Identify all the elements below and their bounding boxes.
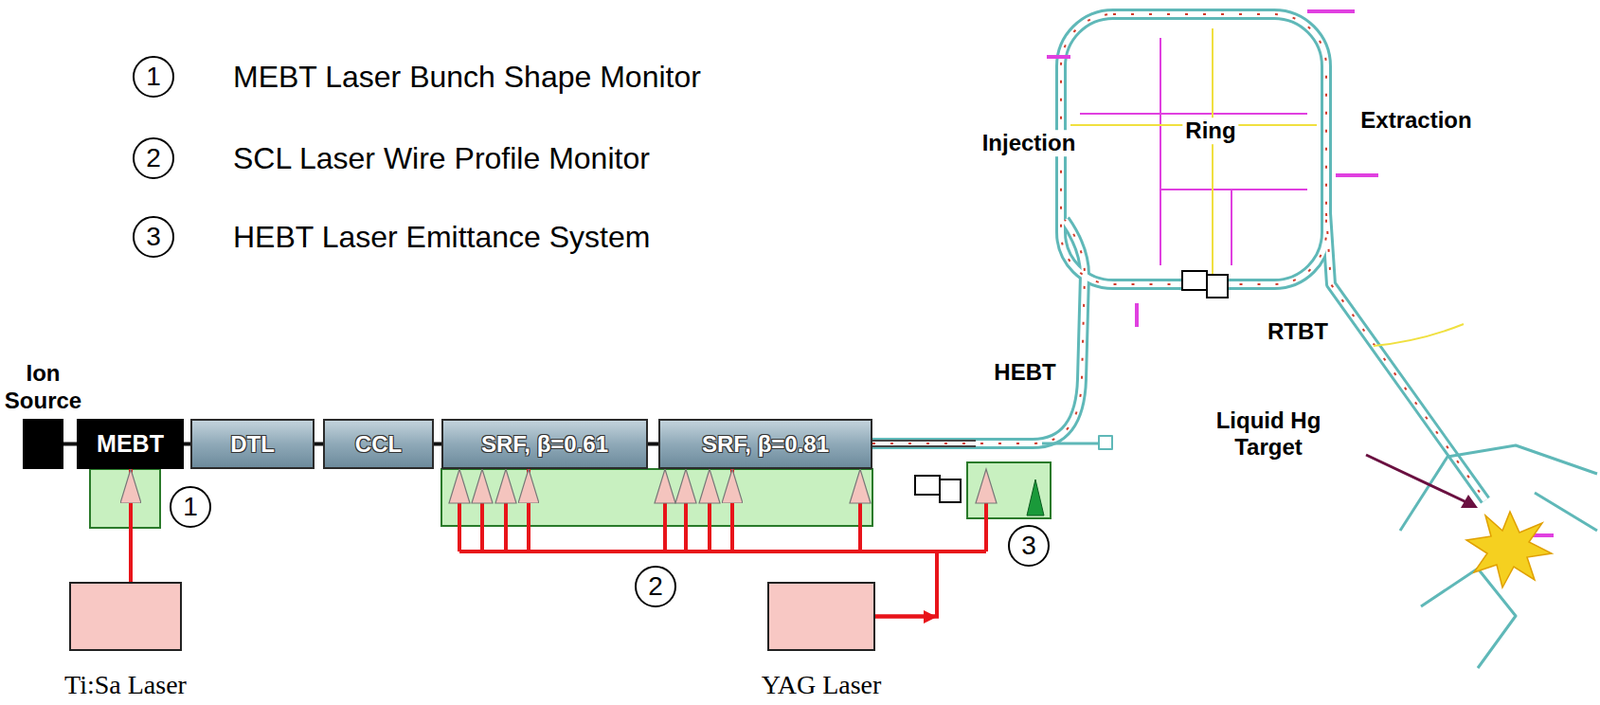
ring-interior: [1230, 189, 1233, 266]
area-label: Injection: [979, 129, 1079, 157]
equipment-icon: [915, 475, 940, 495]
laser-lines: [449, 468, 470, 504]
linac-section: MEBT: [76, 418, 184, 469]
linac-section: SRF, β=0.81: [658, 418, 873, 469]
area-label: HEBT: [990, 359, 1059, 386]
target-star: [1466, 511, 1552, 588]
beam-pipe: [647, 442, 659, 447]
legend-text: MEBT Laser Bunch Shape Monitor: [233, 59, 702, 95]
monitor-zone: [967, 462, 1051, 519]
hebt-wedge: [1026, 479, 1044, 516]
callout-number: 1: [169, 485, 212, 528]
linac-section: SRF, β=0.61: [441, 418, 648, 469]
laser-lines: [683, 503, 688, 552]
legend-number: 1: [132, 55, 175, 98]
ring-interior: [1160, 188, 1308, 191]
laser-lines: [849, 468, 871, 504]
laser-box: Ti:Sa Laser: [69, 581, 182, 651]
legend-text: HEBT Laser Emittance System: [233, 219, 650, 255]
callout-number: 2: [634, 565, 677, 608]
target-star: [1366, 454, 1552, 588]
laser-beam: [128, 468, 133, 582]
tunnel: [1060, 14, 1327, 285]
tunnel: [1060, 14, 1327, 285]
linac-section: CCL: [323, 418, 434, 469]
linac-section: DTL: [190, 418, 315, 469]
magnet-arrows: [1307, 9, 1355, 14]
laser-lines: [495, 468, 517, 504]
target-star: [1460, 494, 1478, 508]
laser-lines: [503, 503, 508, 552]
tunnel: [872, 14, 1598, 668]
equipment-icon: [939, 479, 961, 503]
laser-lines: [984, 503, 989, 552]
monitor-zone: [89, 462, 1051, 528]
ring-interior: [1079, 112, 1308, 115]
ring-interior: [1159, 37, 1162, 266]
tunnel: [1400, 445, 1598, 531]
tunnel: [1534, 492, 1598, 531]
equipment-icon: [1182, 270, 1207, 290]
ion-source-box: Ion Source: [22, 418, 64, 469]
tunnel: [1098, 435, 1113, 450]
magnet-arrows: [1046, 11, 1554, 536]
beam-pipe: [63, 442, 77, 447]
laser-lines: [675, 468, 697, 504]
legend-text: SCL Laser Wire Profile Monitor: [233, 141, 650, 177]
tunnel: [872, 219, 1085, 444]
magnet-arrows: [1134, 303, 1139, 327]
ring-interior: [1070, 28, 1317, 275]
ring-interior: [1211, 28, 1214, 275]
beam-line: [872, 445, 976, 448]
equipment-icon: [915, 270, 1228, 503]
tunnel: [1373, 323, 1464, 346]
tunnel: [1060, 14, 1327, 285]
laser-lines: [663, 503, 667, 552]
tunnel: [1326, 213, 1486, 501]
node-label: Ti:Sa Laser: [64, 669, 187, 701]
tunnel: [1326, 213, 1486, 501]
tunnel: [1326, 213, 1486, 501]
node-label: MEBT: [96, 430, 164, 458]
laser-lines: [707, 503, 712, 552]
tunnel: [1042, 442, 1104, 446]
node-label: SRF, β=0.81: [701, 431, 829, 458]
callout-number: 3: [1007, 524, 1050, 567]
node-label: SRF, β=0.61: [481, 431, 609, 458]
area-label: Ring: [1182, 117, 1239, 144]
node-label: DTL: [230, 431, 275, 458]
tunnel: [872, 219, 1085, 444]
beam-pipe: [183, 442, 191, 447]
node-label: CCL: [355, 431, 402, 458]
legend-number: 2: [132, 137, 175, 180]
laser-lines: [975, 468, 997, 504]
node-label: YAG Laser: [761, 669, 882, 701]
target-star: [1366, 454, 1467, 503]
laser-lines: [480, 503, 485, 552]
beam-line: [872, 440, 976, 447]
beam-pipe: [433, 442, 442, 447]
equipment-icon: [1206, 274, 1228, 298]
node-label: Ion Source: [0, 359, 88, 415]
laser-lines: [449, 468, 997, 624]
beam-line: [872, 439, 976, 442]
laser-lines: [654, 468, 676, 504]
laser-lines: [471, 468, 493, 504]
legend-number: 3: [132, 215, 175, 258]
monitor-zone: [89, 468, 161, 528]
laser-beam: [528, 468, 937, 617]
tunnel: [872, 219, 1085, 444]
laser-lines: [699, 468, 720, 504]
beam-pipe: [314, 442, 324, 447]
magnet-arrows: [1335, 173, 1379, 178]
laser-lines: [457, 503, 462, 552]
target-label: Liquid Hg Target: [1199, 407, 1338, 460]
area-label: Extraction: [1357, 107, 1475, 134]
magnet-arrows: [1046, 54, 1071, 59]
laser-box: YAG Laser: [767, 581, 876, 651]
laser-lines: [858, 503, 863, 552]
area-label: RTBT: [1264, 318, 1331, 345]
